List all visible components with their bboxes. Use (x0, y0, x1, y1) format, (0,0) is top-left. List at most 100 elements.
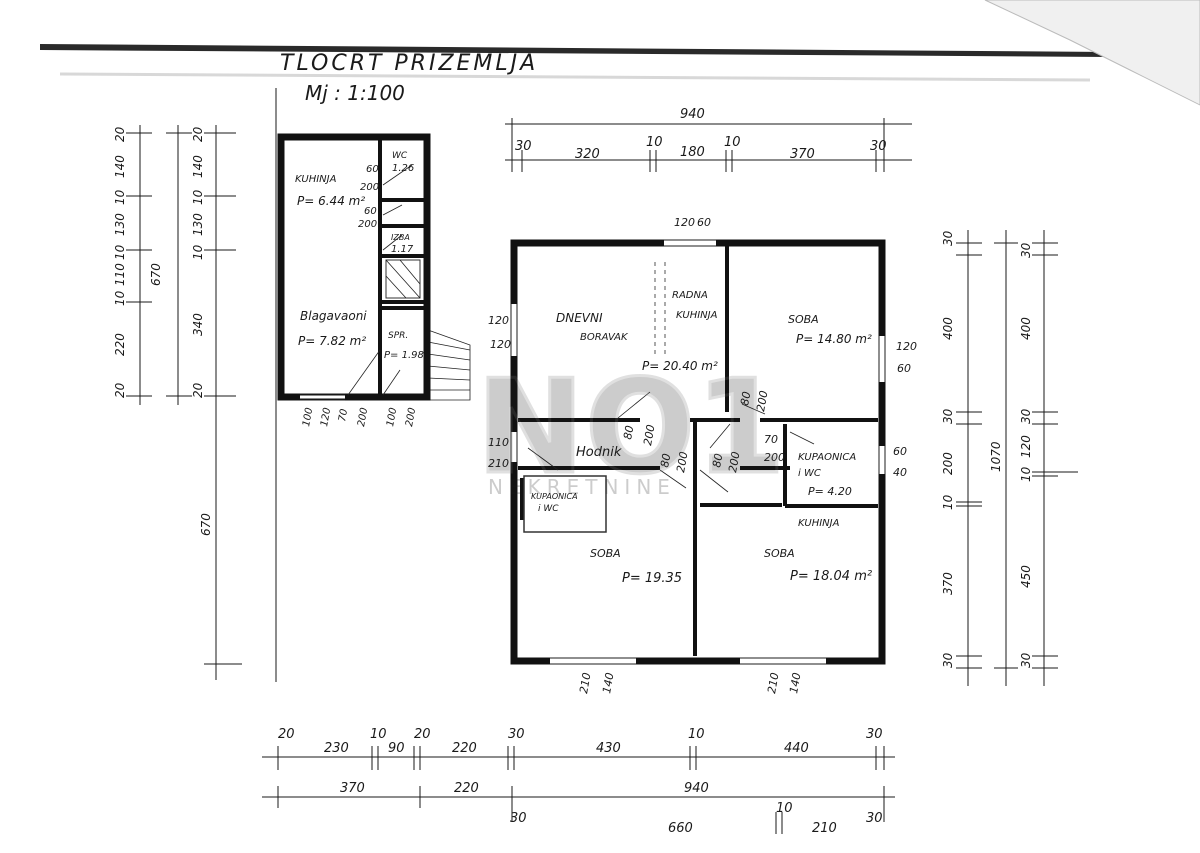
watermark-logo: NO1 (476, 351, 786, 503)
room-area-soba-sw: P= 19.35 (622, 571, 682, 586)
dim-left-20b: 20 (113, 382, 127, 398)
dim-lh-120: 120 (319, 407, 333, 428)
left-dimension-lines (126, 125, 242, 680)
dim-wc-200b: 200 (358, 219, 377, 230)
top-dimension-text: 940 30 320 10 180 10 370 30 (515, 107, 887, 162)
dim-door-70: 70 (764, 433, 778, 446)
dim-left2-20a: 20 (191, 126, 205, 142)
dim-right2-30a: 30 (1019, 242, 1033, 258)
plan-title: TLOCRT PRIZEMLJA (280, 51, 538, 76)
dim-bot-20a: 20 (278, 727, 295, 742)
agency-watermark: NO1 NEKRETNINE (475, 350, 788, 505)
main-house-opening-dims: 120 60 120 120 110 210 120 60 60 40 70 2… (488, 216, 917, 695)
dim-left2-130: 130 (191, 213, 205, 236)
dim-door-200c: 200 (726, 451, 742, 474)
room-label-kupaonica-left-wc: i WC (538, 504, 559, 514)
dim-win-w-110: 110 (488, 436, 509, 449)
bottom-dimension-lines (262, 746, 895, 834)
top-border-band (40, 44, 1110, 57)
dim-left-20a: 20 (113, 126, 127, 142)
dim-door-80d: 80 (738, 390, 753, 406)
dim-bot-30a: 30 (508, 727, 525, 742)
left-house (277, 133, 431, 401)
dim-door-80a: 80 (621, 424, 636, 440)
dim-bot-90: 90 (388, 741, 405, 756)
room-label-kupaonica-right: KUPAONICA (798, 452, 856, 463)
room-label-boravak: BORAVAK (580, 332, 629, 343)
dim-bot3-30b: 30 (866, 811, 883, 826)
dim-left-10b: 10 (113, 244, 127, 260)
room-label-spr: SPR. (388, 331, 408, 341)
dim-door-200b: 200 (674, 451, 690, 474)
dim-top-180: 180 (680, 145, 705, 160)
dim-win-s-210b: 210 (765, 672, 781, 695)
dim-wc-60b: 60 (364, 206, 377, 217)
dim-right2-30b: 30 (1019, 408, 1033, 424)
dim-bot2-220: 220 (454, 781, 479, 796)
dim-right-10: 10 (941, 494, 955, 510)
dim-left2-10a: 10 (191, 189, 205, 205)
dim-bot-20b: 20 (414, 727, 431, 742)
dim-left-670: 670 (149, 263, 163, 286)
dim-left-10a: 10 (113, 189, 127, 205)
dim-door-80c: 80 (710, 452, 725, 468)
dim-right-400: 400 (941, 317, 955, 340)
dim-top-30b: 30 (870, 139, 887, 154)
dim-bot2-370: 370 (340, 781, 365, 796)
entrance-stairs (427, 329, 471, 401)
dim-bot-220: 220 (452, 741, 477, 756)
dim-bot-430: 430 (596, 741, 621, 756)
room-area-kupaonica-right: P= 4.20 (808, 485, 852, 498)
dim-right-370: 370 (941, 572, 955, 595)
dim-bot-10a: 10 (370, 727, 387, 742)
dim-win-s-210a: 210 (577, 672, 593, 695)
dim-left-220: 220 (113, 333, 127, 356)
bottom-dimension-text: 20 230 10 90 20 220 30 430 10 440 30 370… (278, 727, 883, 836)
room-label-izba: IZBA (391, 233, 410, 242)
dim-bot3-30a: 30 (510, 811, 527, 826)
dim-left2-340: 340 (191, 313, 205, 336)
dim-top-370: 370 (790, 147, 815, 162)
right-dimension-text: 30 400 30 200 10 370 30 1070 30 400 30 1… (941, 230, 1033, 668)
dim-win-e-60b: 60 (893, 445, 907, 458)
scan-noise-line (59, 72, 1091, 82)
dim-left-140: 140 (113, 155, 127, 178)
dim-door-200d: 200 (754, 390, 770, 413)
left-dimension-text: 20 140 10 130 10 110 10 220 20 670 20 14… (113, 126, 213, 536)
dim-right2-450: 450 (1019, 565, 1033, 588)
room-area-izba: 1.17 (391, 244, 414, 255)
dim-win-e-120: 120 (896, 340, 917, 353)
dim-door-top-60: 60 (697, 216, 711, 229)
dim-left-110: 110 (113, 263, 127, 286)
plan-scale: Mj : 1:100 (305, 81, 405, 105)
bathroom-fixture-left (523, 475, 607, 533)
dim-right-total: 1070 (989, 441, 1003, 472)
right-dimension-lines (956, 230, 1078, 686)
room-label-kuhinja-left: KUHINJA (295, 174, 337, 185)
dim-bot3-660: 660 (668, 821, 693, 836)
room-label-kuhinja-se: KUHINJA (798, 518, 840, 529)
dim-win-w-120a: 120 (488, 314, 509, 327)
dim-bot2-940: 940 (684, 781, 709, 796)
room-area-dnevni: P= 20.40 m² (642, 359, 718, 373)
dim-lh-200a: 200 (356, 407, 370, 428)
dim-win-e-60a: 60 (897, 362, 911, 375)
room-label-wc-left: WC (392, 151, 408, 161)
dim-bot-440: 440 (784, 741, 809, 756)
dim-right2-10: 10 (1019, 466, 1033, 482)
dim-left2-140: 140 (191, 155, 205, 178)
main-house (510, 239, 886, 665)
room-label-kupaonica-left: KUPAONICA (531, 492, 578, 501)
room-label-soba-sw: SOBA (590, 547, 621, 560)
dim-top-30a: 30 (515, 139, 532, 154)
dim-door-top-120: 120 (674, 216, 695, 229)
dim-lh-100b: 100 (385, 407, 399, 428)
room-label-hodnik: Hodnik (576, 445, 622, 460)
room-area-blagavaoni: P= 7.82 m² (298, 334, 366, 348)
dim-top-10a: 10 (646, 135, 663, 150)
watermark-text: NEKRETNINE (488, 475, 676, 499)
dim-bot-10b: 10 (688, 727, 705, 742)
room-area-soba-se: P= 18.04 m² (790, 569, 872, 584)
dim-win-s-140a: 140 (600, 672, 616, 695)
